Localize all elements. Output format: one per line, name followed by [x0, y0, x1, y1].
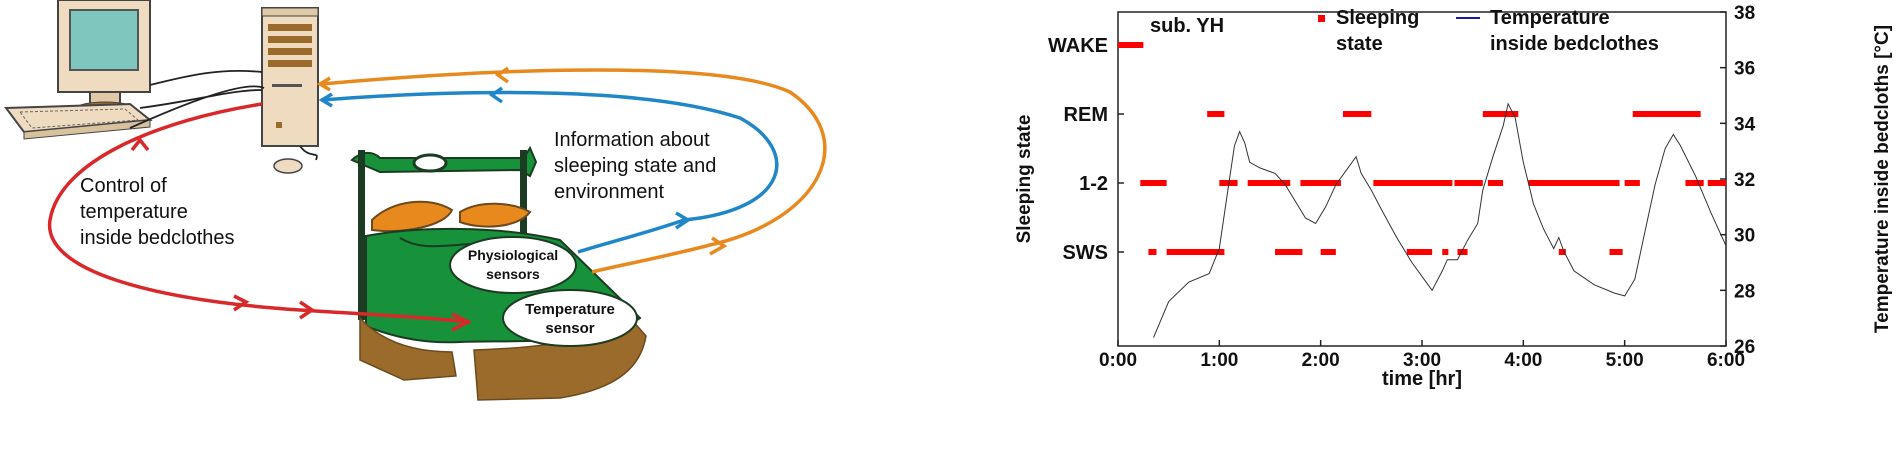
sleep-level-label: WAKE [1048, 35, 1108, 57]
physiological-sensors-oval: Physiological sensors [449, 236, 577, 294]
sleep-segment [1487, 180, 1504, 186]
sleep-segment [1300, 180, 1341, 186]
sleep-segment [1140, 180, 1167, 186]
sleep-segment [1609, 249, 1623, 255]
sleep-segment [1207, 111, 1225, 117]
info-label-line-3: environment [554, 181, 665, 203]
sleep-segment [1342, 111, 1372, 117]
temperature-sensor-oval: Temperature sensor [502, 289, 638, 347]
y-right-tick-label: 28 [1734, 281, 1755, 302]
legend: Sleeping state Temperature inside bedclo… [1318, 7, 1659, 55]
sleep-level-label: 1-2 [1079, 173, 1108, 195]
plot-area [1117, 11, 1727, 347]
x-axis-label: time [hr] [1382, 368, 1462, 390]
control-label-line-2: temperature [80, 201, 188, 223]
time-ticks: 0:00 1:00 2:00 3:00 4:00 5:00 6:00 [1099, 340, 1745, 371]
sleep-segment [1632, 111, 1701, 117]
temperature-line [1153, 102, 1727, 338]
temp-sensor-label-line-1: Temperature [525, 301, 615, 318]
x-tick-label: 2:00 [1302, 350, 1340, 371]
y-right-tick-label: 30 [1734, 226, 1755, 247]
blue-info-loop [318, 86, 779, 254]
keyboard-icon [4, 102, 153, 140]
sleep-segment [1373, 180, 1453, 186]
sleep-segment [1528, 180, 1620, 186]
x-tick-label: 4:00 [1504, 350, 1542, 371]
sleep-segment [1247, 180, 1291, 186]
y-right-tick-label: 36 [1734, 59, 1755, 80]
sleep-segment [1406, 249, 1433, 255]
sleep-segment [1118, 42, 1144, 48]
system-diagram: Physiological sensors Temperature sensor… [4, 0, 827, 401]
sleep-segment [1482, 111, 1519, 117]
sleep-segment [1275, 249, 1303, 255]
y-left-axis-label: Sleeping state [1014, 115, 1035, 244]
red-control-arrow [47, 102, 472, 332]
temperature-ticks: 26 28 30 32 34 36 38 [1720, 3, 1756, 358]
control-label-line-3: inside bedclothes [80, 227, 235, 249]
info-label-line-2: sleeping state and [554, 155, 716, 177]
subject-label: sub. YH [1150, 15, 1224, 37]
legend-temp-line-1: Temperature [1490, 7, 1610, 29]
orange-control-loop [316, 66, 827, 274]
sleep-segment [1320, 249, 1336, 255]
mouse-icon [273, 158, 303, 174]
physio-label-line-2: sensors [486, 266, 540, 282]
y-right-tick-label: 32 [1734, 170, 1755, 191]
x-tick-label: 0:00 [1099, 350, 1137, 371]
x-tick-label: 3:00 [1403, 350, 1441, 371]
sleep-segment [1442, 249, 1449, 255]
sleep-segment [1457, 249, 1468, 255]
y-right-tick-label: 26 [1734, 337, 1755, 358]
temp-sensor-label-line-2: sensor [545, 320, 594, 337]
monitor-icon [57, 0, 151, 115]
control-label-line-1: Control of [80, 175, 167, 197]
x-tick-label: 6:00 [1707, 350, 1745, 371]
y-right-axis-label: Temperature inside bedcloths [°C] [1872, 25, 1893, 333]
sleep-level-label: SWS [1062, 242, 1108, 264]
physio-label-line-1: Physiological [468, 247, 558, 263]
legend-temp-line-2: inside bedclothes [1490, 33, 1659, 55]
sleep-state-segments [1118, 42, 1726, 255]
legend-sleep-line-1: Sleeping [1336, 7, 1419, 29]
control-label: Control of temperature inside bedclothes [80, 175, 235, 249]
sleep-segment [1148, 249, 1157, 255]
legend-sleep-line-2: state [1336, 33, 1383, 55]
info-label-line-1: Information about [554, 129, 710, 151]
y-right-tick-label: 34 [1734, 114, 1756, 135]
cables [129, 69, 318, 161]
sleep-segment [1624, 180, 1640, 186]
legend-sleep-marker [1318, 15, 1325, 22]
x-tick-label: 5:00 [1606, 350, 1644, 371]
sleep-segment [1685, 180, 1704, 186]
sleep-segment [1166, 249, 1225, 255]
info-label: Information about sleeping state and env… [554, 129, 716, 203]
sleep-level-label: REM [1064, 104, 1108, 126]
x-tick-label: 1:00 [1200, 350, 1238, 371]
sleep-segment [1558, 249, 1566, 255]
sleep-segment [1454, 180, 1483, 186]
sleep-segment [1707, 180, 1726, 186]
y-right-tick-label: 38 [1734, 3, 1755, 24]
computer-tower-icon [261, 7, 319, 147]
